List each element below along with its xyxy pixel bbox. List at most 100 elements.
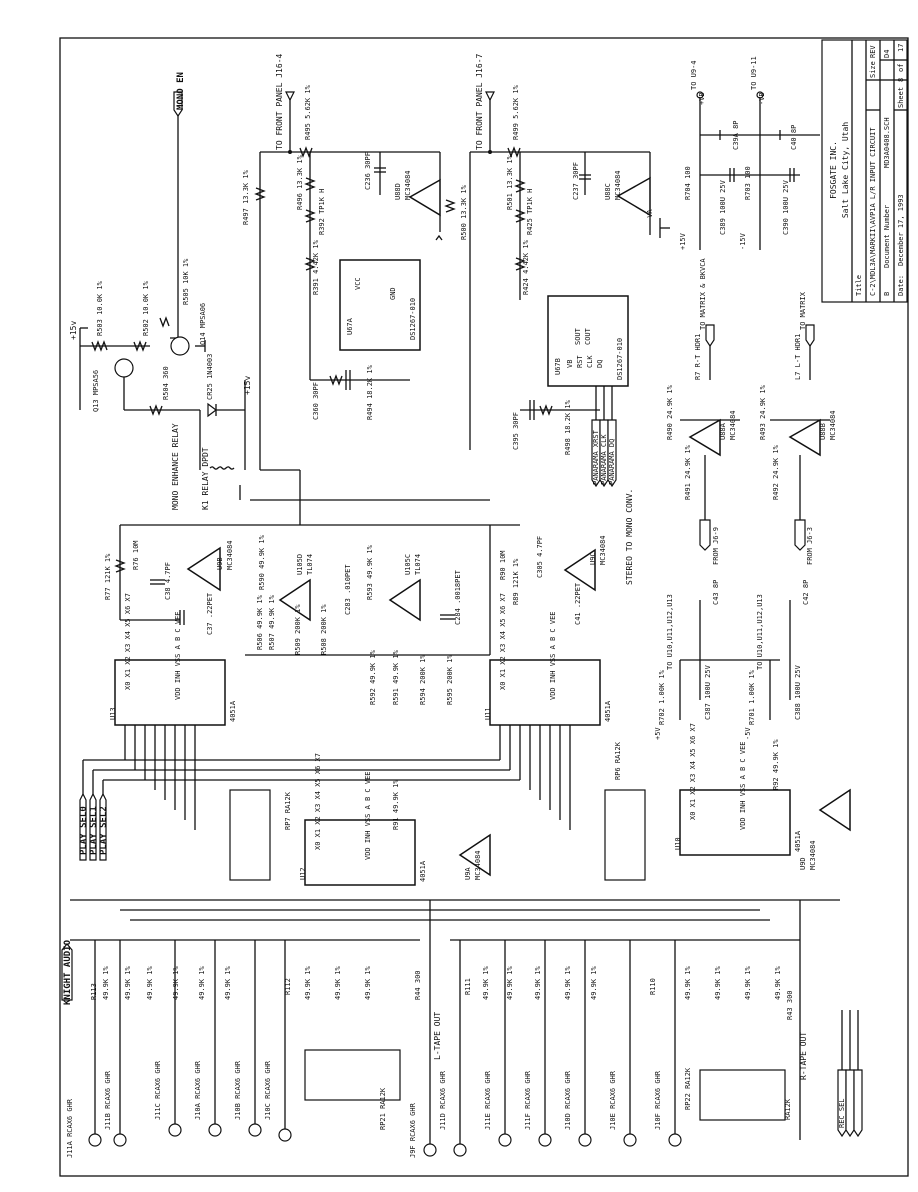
r391-label: R391 4.42K 1%: [312, 239, 320, 295]
u67b-chip: [547, 295, 629, 387]
plus15v-label-1: +15v: [69, 321, 78, 340]
res-left-4: 49.9K 1%: [172, 965, 180, 1000]
sheet-value: 8: [897, 78, 905, 82]
jack-j11e[interactable]: [498, 1133, 512, 1147]
u10-part: 4051A: [794, 830, 802, 852]
of-value: 17: [897, 44, 905, 52]
knight-audio-port: [61, 943, 73, 1001]
rp7-label: RP7 RA12K: [284, 791, 292, 830]
r76-label: R76 10M: [132, 540, 140, 570]
r495-label: R495 5.62K 1%: [304, 84, 312, 140]
supply-decoupling-top: TO U9-4 +VB C39A 8P R704 100 C389 100U 2…: [679, 56, 820, 250]
jack-j10c-label: J10C RCAX6 GHR: [264, 1060, 272, 1120]
mono-en-label: MONO EN: [176, 72, 186, 110]
res-left-5: 49.9K 1%: [198, 965, 206, 1000]
plus5v-label: +5V: [654, 727, 662, 740]
c305-label: C305 4.7PF: [536, 536, 544, 578]
q13-label: Q13 MPSA56: [92, 370, 100, 412]
u88d-part: MC34084: [404, 170, 412, 200]
res-left-3: 49.9K 1%: [146, 965, 154, 1000]
jack-j10f-label: J10F RCAX6 GHR: [654, 1070, 662, 1130]
docnum-value: MD3A0408.SCH: [883, 117, 891, 168]
c37-label: C37 .22PET: [206, 592, 214, 635]
c41-label: C41 .22PET: [574, 582, 582, 625]
to-u9-11-label: TO U9-11: [750, 56, 758, 90]
jack-j10b-label: J10B RCAX6 GHR: [234, 1060, 242, 1120]
jack-j11b-label: J11B RCAX6 GHR: [104, 1070, 112, 1130]
r704-label: R704 100: [684, 166, 692, 200]
rec-sel0-port: [837, 1069, 847, 1138]
rec-sel1-port: [845, 1069, 855, 1138]
rev-label: REV: [869, 45, 877, 58]
right-inputs: R111 49.9K 1% 49.9K 1% 49.9K 1% 49.9K 1%…: [409, 965, 808, 1158]
r505-label: R505 10K 1%: [182, 258, 190, 305]
svg-text:VB: VB: [566, 360, 574, 368]
rec-sel-label: REC SEL: [838, 1098, 846, 1128]
front-panel-r-label: TO FRONT PANEL J16-7: [475, 53, 484, 150]
svg-text:X0 X1 X2 X3 X4 X5 X6 X7: X0 X1 X2 X3 X4 X5 X6 X7: [124, 593, 132, 690]
res-right-7: 49.9K 1%: [714, 965, 722, 1000]
rp7-pack: [229, 789, 271, 881]
u9c-part: MC34084: [599, 535, 607, 565]
jack-j10c[interactable]: [278, 1128, 292, 1142]
jack-j9f[interactable]: [423, 1143, 437, 1157]
jack-j10b[interactable]: [248, 1123, 262, 1137]
to-u9-4-label: TO U9-4: [690, 60, 698, 90]
u88b-ref: U88B: [819, 423, 827, 440]
jack-j11a[interactable]: [88, 1133, 102, 1147]
page-border: [59, 37, 909, 1177]
u13-chip: [114, 659, 226, 726]
r493-label: R493 24.9K 1%: [759, 384, 767, 440]
jack-j11b[interactable]: [113, 1133, 127, 1147]
svg-text:COUT: COUT: [584, 327, 592, 345]
u88c-opamp: [616, 176, 651, 217]
q14-label: Q14 MPSA06: [199, 303, 207, 345]
r111-label: R111: [464, 978, 472, 995]
play-sel2-port: [99, 792, 107, 861]
mux-u13: U13 4051A X0 X1 X2 X3 X4 X5 X6 X7 VDD IN…: [109, 593, 237, 830]
u67a-chip: [339, 259, 421, 351]
jack-j10e[interactable]: [623, 1133, 637, 1147]
u9a-ref: U9A: [464, 867, 472, 880]
res-left-6: 49.9K 1%: [224, 965, 232, 1000]
svg-text:-VA: -VA: [646, 209, 654, 222]
res-left-9: 49.9K 1%: [364, 965, 372, 1000]
jack-j10e-label: J10E RCAX6 GHR: [609, 1070, 617, 1130]
size-label: Size: [869, 61, 877, 78]
r591-label: R591 49.9K 1%: [392, 649, 400, 705]
u9c-opamp: [563, 548, 596, 592]
r112-label: R112: [284, 978, 292, 995]
jack-j11f[interactable]: [538, 1133, 552, 1147]
u9d-ref: U9D: [799, 857, 807, 870]
rp6-pack: [604, 789, 646, 881]
svg-text:X0 X1 X2 X3 X4 X5 X6 X7: X0 X1 X2 X3 X4 X5 X6 X7: [689, 723, 697, 820]
date-label: Date:: [897, 275, 905, 296]
c43-label: C43 8P: [712, 580, 720, 605]
u88d-ref: U88D: [394, 183, 402, 200]
jack-j11c[interactable]: [168, 1123, 182, 1137]
panarama-clk-label: PANARAMA CLK: [600, 434, 608, 485]
u105d-opamp: [278, 578, 311, 622]
jack-j11d[interactable]: [453, 1143, 467, 1157]
jack-j10d[interactable]: [578, 1133, 592, 1147]
u88c-ref: U88C: [604, 183, 612, 200]
rp21-pack: [304, 1049, 401, 1101]
jack-j10a[interactable]: [208, 1123, 222, 1137]
jack-j10f[interactable]: [668, 1133, 682, 1147]
svg-text:RST: RST: [576, 355, 584, 368]
u105d-part: TL074: [306, 554, 314, 575]
u9b-ref: U9B: [216, 557, 224, 570]
u9a-part: MC34084: [474, 850, 482, 880]
u10-ref: U10: [674, 837, 682, 850]
jack-j11f-label: J11F RCAX6 GHR: [524, 1070, 532, 1130]
r-tape-out-label: R-TAPE OUT: [799, 1032, 808, 1080]
u9b-part: MC34084: [226, 540, 234, 570]
r509-label: R509 200K 1%: [294, 604, 302, 655]
c39a-label: C39A 8P: [732, 120, 740, 150]
knight-audio-label: KNIGHT AUDIO: [63, 939, 73, 1005]
jack-j11d-label: J11D RCAX6 GHR: [439, 1070, 447, 1130]
r498-label: R498 18.2K 1%: [564, 399, 572, 455]
r494-label: R494 18.2K 1%: [366, 364, 374, 420]
svg-text:DQ: DQ: [596, 360, 604, 368]
to-u10-b-label: TO U10,U11,U12,U13: [756, 594, 764, 670]
